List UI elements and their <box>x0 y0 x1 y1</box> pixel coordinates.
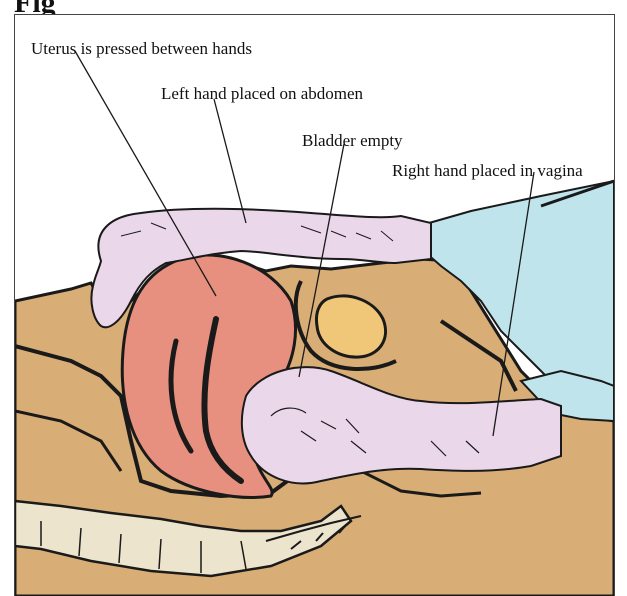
label-bladder: Bladder empty <box>302 131 403 151</box>
illustration-frame: Uterus is pressed between hands Left han… <box>14 14 615 596</box>
label-left-hand: Left hand placed on abdomen <box>161 84 363 104</box>
leader-left-hand <box>214 99 246 223</box>
label-right-hand: Right hand placed in vagina <box>392 161 583 181</box>
label-uterus: Uterus is pressed between hands <box>31 39 252 59</box>
